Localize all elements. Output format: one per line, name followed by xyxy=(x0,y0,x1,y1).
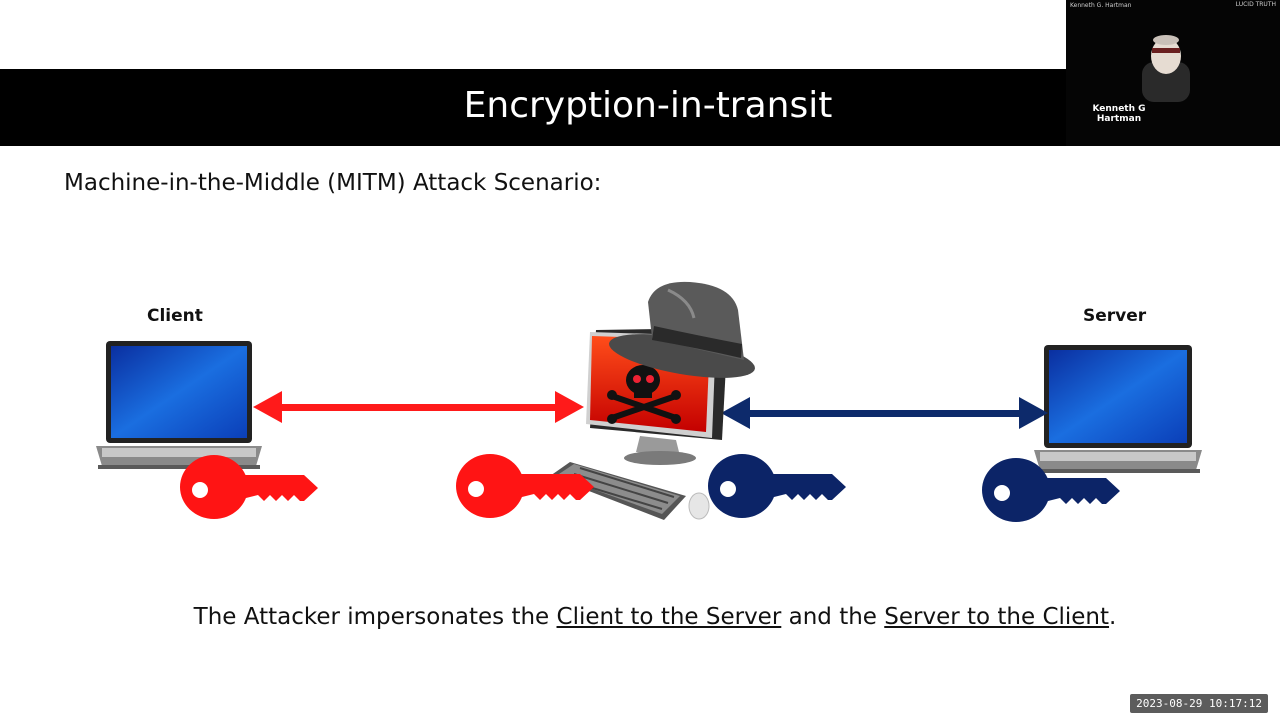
webcam-logo: LUCID TRUTH xyxy=(1235,1,1276,8)
caption-client-to-server: Client to the Server xyxy=(556,604,782,630)
attacker-blue-key-icon xyxy=(708,454,846,518)
hacker-computer-icon xyxy=(550,281,755,520)
client-laptop-icon xyxy=(96,341,262,469)
red-arrow xyxy=(253,391,584,423)
webcam-overlay: Kenneth G. Hartman LUCID TRUTH Kenneth G… xyxy=(1066,0,1280,146)
webcam-name: Kenneth G Hartman xyxy=(1092,104,1146,124)
client-label: Client xyxy=(147,306,203,326)
server-label: Server xyxy=(1083,306,1147,326)
caption-text-1: The Attacker impersonates the xyxy=(193,604,557,630)
recording-timestamp: 2023-08-29 10:17:12 xyxy=(1130,694,1268,713)
slide-title: Encryption-in-transit xyxy=(463,85,833,126)
server-laptop-icon xyxy=(1034,345,1202,473)
caption-text-2: and the xyxy=(781,604,885,630)
blue-arrow xyxy=(721,397,1048,429)
caption-server-to-client: Server to the Client xyxy=(884,604,1110,630)
caption-text-3: . xyxy=(1109,604,1117,630)
webcam-top-name: Kenneth G. Hartman xyxy=(1070,2,1132,9)
slide-caption: The Attacker impersonates the Client to … xyxy=(0,604,1280,630)
slide-subtitle: Machine-in-the-Middle (MITM) Attack Scen… xyxy=(64,170,602,196)
presenter-video xyxy=(1142,35,1190,102)
